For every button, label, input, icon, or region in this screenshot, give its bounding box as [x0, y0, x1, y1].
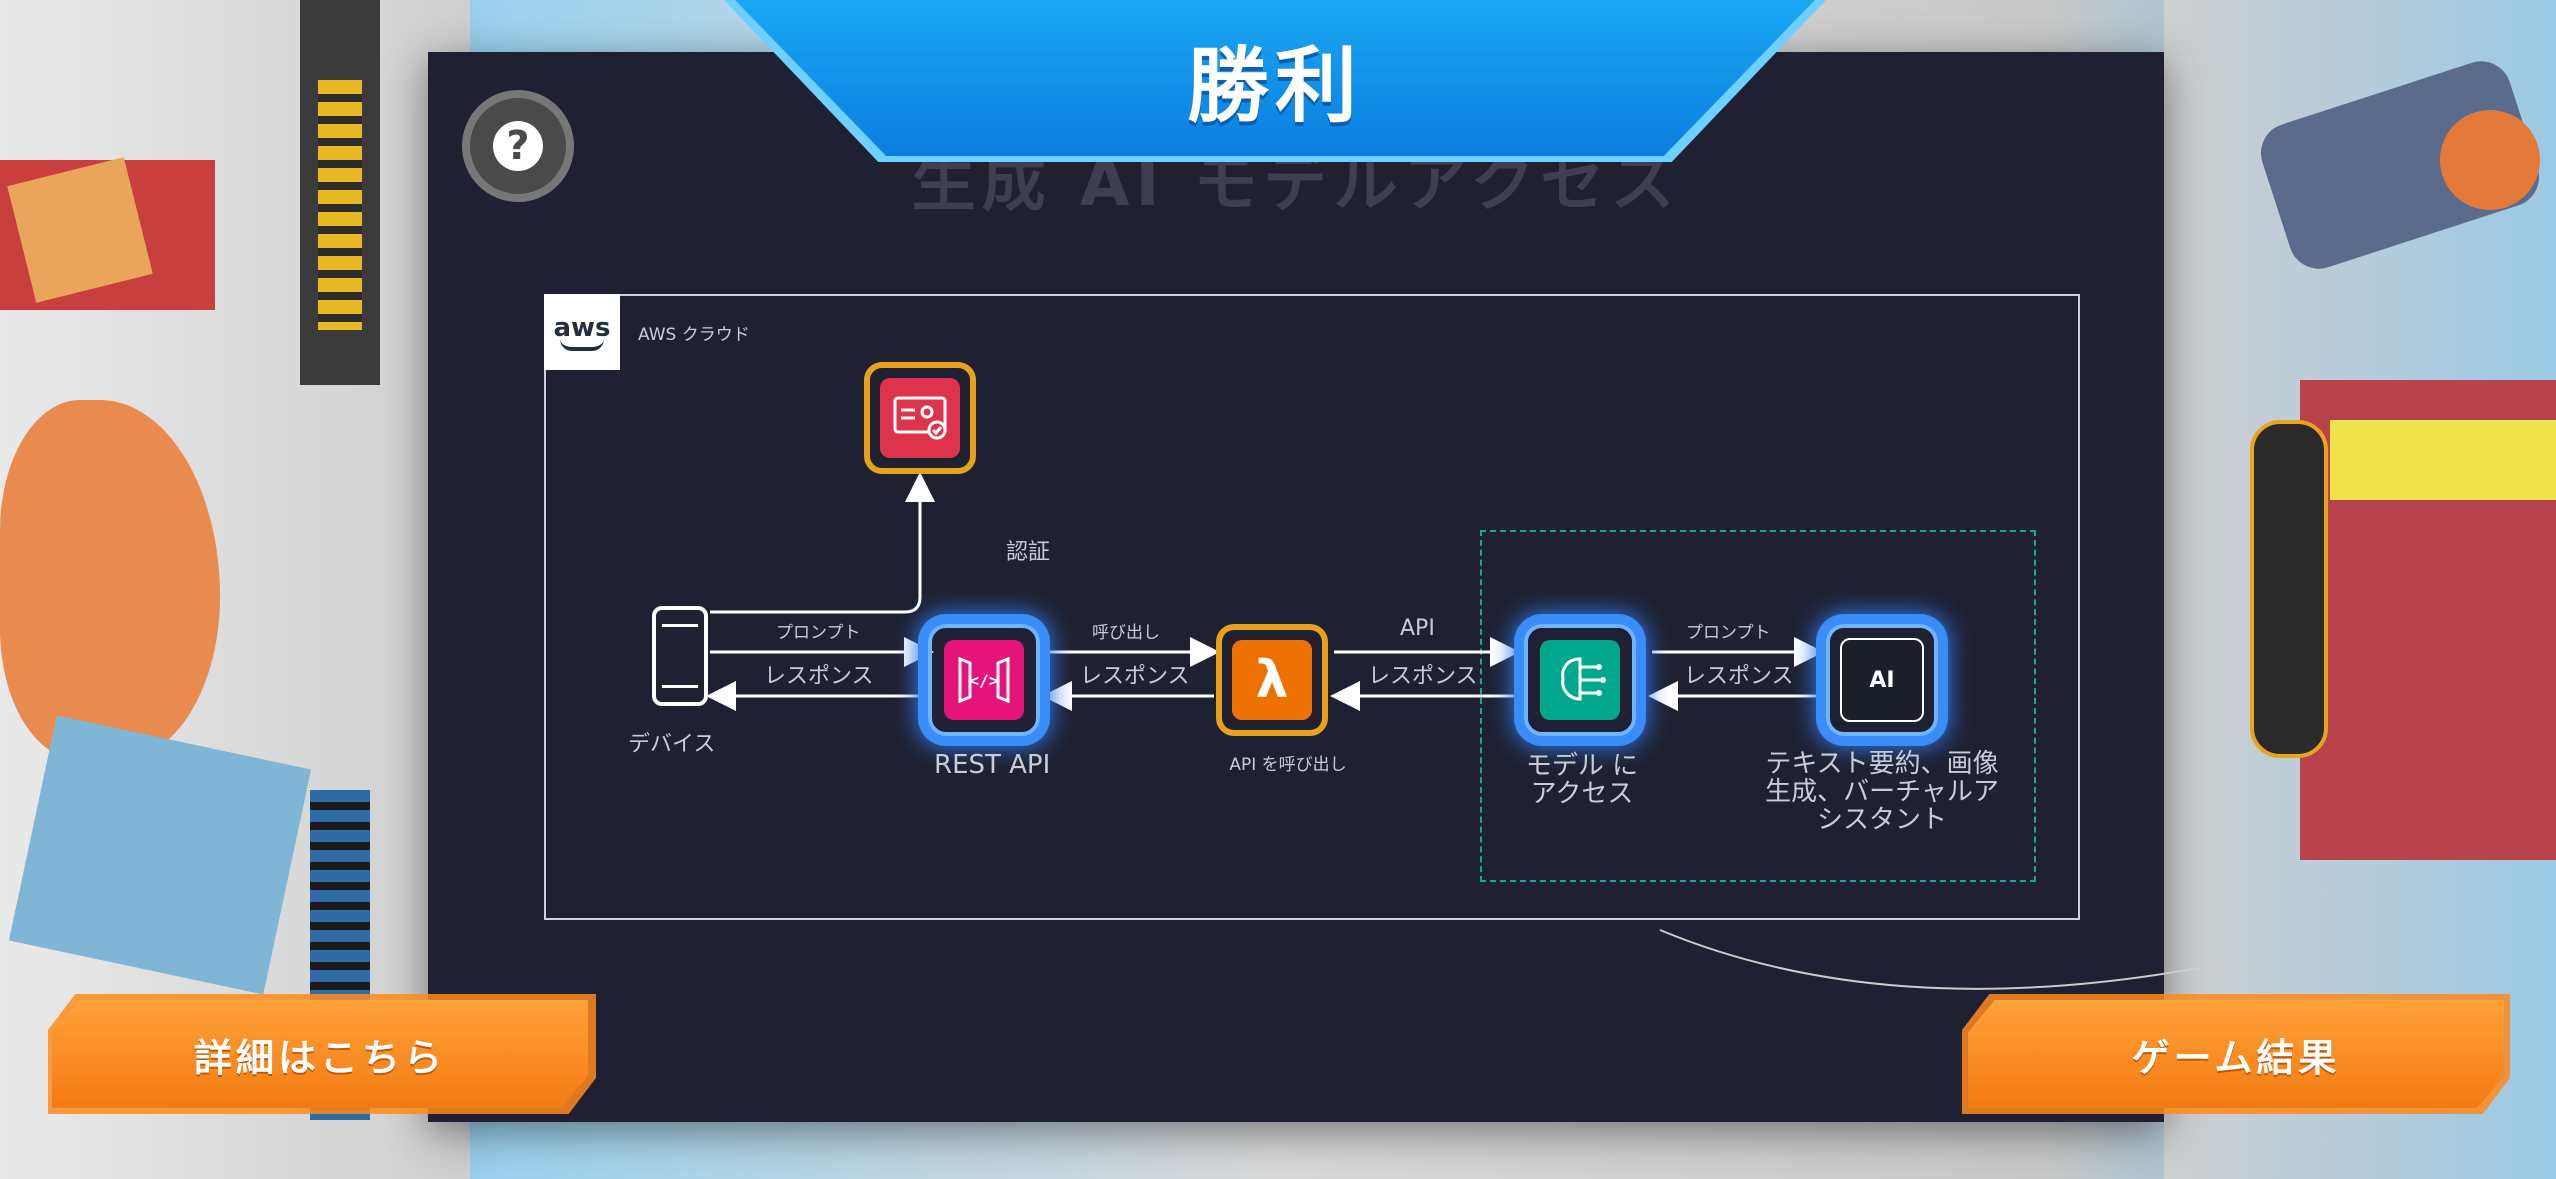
- svg-text:</>: </>: [970, 671, 999, 690]
- lambda-caption: API を呼び出し: [1229, 755, 1347, 775]
- ai-chip-icon: AI: [1826, 624, 1938, 736]
- mobile-device-icon: [652, 606, 708, 706]
- cognito-icon: [864, 362, 976, 474]
- victory-banner: 勝利: [735, 0, 1815, 156]
- edge-label-api: API: [1400, 616, 1435, 641]
- aws-logo-icon: aws: [544, 294, 620, 370]
- ai-uses-label: テキスト要約、画像 生成、バーチャルア シスタント: [1765, 749, 1999, 835]
- question-icon: ?: [493, 121, 543, 171]
- help-button[interactable]: ?: [462, 90, 574, 202]
- api-gateway-icon: </>: [928, 624, 1040, 736]
- model-access-label: モデル に アクセス: [1525, 751, 1639, 809]
- victory-title: 勝利: [1186, 38, 1363, 134]
- lambda-icon: λ: [1216, 624, 1328, 736]
- bedrock-icon: [1524, 624, 1636, 736]
- edge-label-response-2: レスポンス: [1080, 664, 1190, 689]
- model-group-frame: [1480, 530, 2036, 882]
- edge-label-response-4: レスポンス: [1684, 664, 1794, 689]
- rest-api-label: REST API: [934, 750, 1051, 780]
- edge-label-response-3: レスポンス: [1368, 664, 1478, 689]
- auth-label: 認証: [1006, 540, 1051, 565]
- edge-label-prompt-2: プロンプト: [1686, 623, 1771, 643]
- details-button[interactable]: 詳細はこちら: [52, 1000, 588, 1108]
- device-label: デバイス: [628, 732, 716, 757]
- aws-cloud-frame: [544, 294, 2080, 920]
- edge-label-invoke: 呼び出し: [1092, 623, 1160, 643]
- decorative-curve: [1659, 929, 2241, 990]
- cloud-label: AWS クラウド: [638, 325, 750, 345]
- edge-label-response-1: レスポンス: [764, 664, 874, 689]
- edge-label-prompt-1: プロンプト: [776, 623, 861, 643]
- game-results-button[interactable]: ゲーム結果: [1968, 1000, 2504, 1108]
- diagram-board: 生成 AI モデルアクセス: [428, 52, 2164, 1122]
- arrow-device-auth: [710, 472, 935, 614]
